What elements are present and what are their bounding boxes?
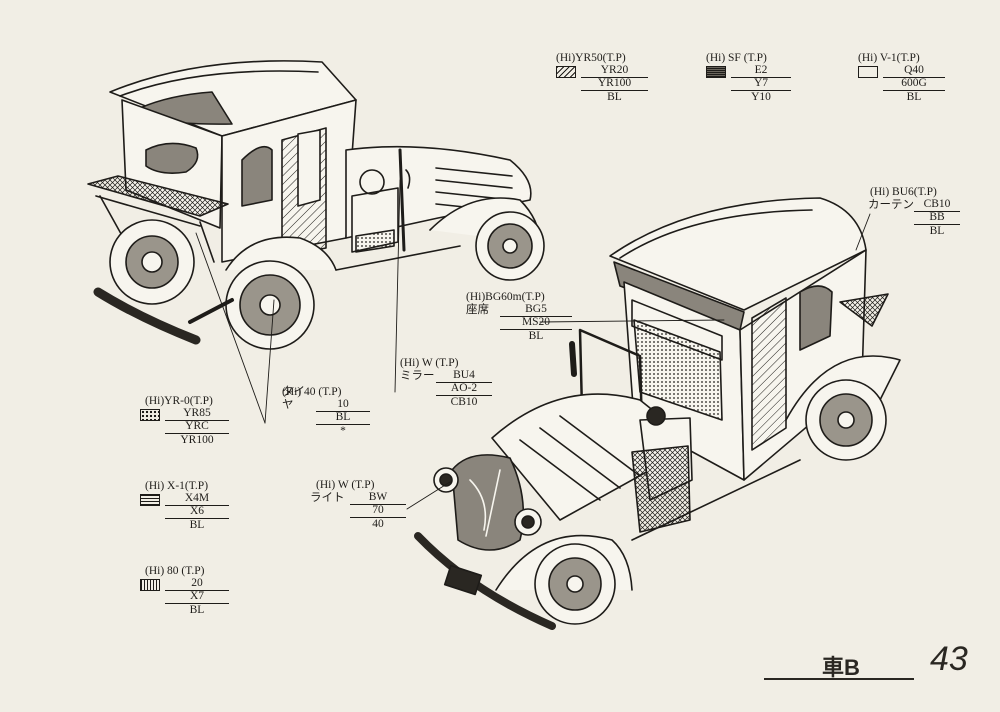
label-value: YR100 xyxy=(581,77,648,91)
swatch-blank xyxy=(858,66,878,78)
label-value: BL xyxy=(929,225,945,237)
label-part: ミラー xyxy=(400,370,435,382)
label-value: BW xyxy=(350,491,406,505)
label-part: カーテン xyxy=(868,199,914,211)
label-value: BL xyxy=(906,91,922,103)
label-value: YR100 xyxy=(180,434,214,446)
label-value: YRC xyxy=(165,420,229,434)
label-value: X6 xyxy=(165,505,229,519)
label-part: ライト xyxy=(310,492,345,504)
label-40-tire: (Hi) 40 (T.P) タイヤ 10 BL * xyxy=(282,386,370,438)
label-sf: (Hi) SF (T.P) E2 Y7 Y10 xyxy=(706,52,791,104)
label-part: 座席 xyxy=(466,304,489,316)
label-value: CB10 xyxy=(914,198,960,212)
page-number: 43 xyxy=(930,640,968,678)
label-value: BL xyxy=(189,519,205,531)
label-value: YR20 xyxy=(581,64,648,78)
label-value: 600G xyxy=(883,77,945,91)
swatch-dense-fill xyxy=(706,66,726,78)
label-header: (Hi)YR50(T.P) xyxy=(556,52,626,64)
label-80: (Hi) 80 (T.P) 20 X7 BL xyxy=(140,565,229,617)
label-header: (Hi) 40 (T.P) xyxy=(282,386,342,398)
label-value: MS20 xyxy=(500,316,572,330)
label-header: (Hi) 80 (T.P) xyxy=(145,565,205,577)
label-header: (Hi) W (T.P) xyxy=(316,479,375,491)
swatch-horizontal-lines xyxy=(140,494,160,506)
label-value: 70 xyxy=(350,504,406,518)
car-rear-view xyxy=(87,60,545,350)
label-value: YR85 xyxy=(165,407,229,421)
page-title: 車B xyxy=(822,655,860,680)
car-front-view xyxy=(414,197,901,630)
label-value: * xyxy=(340,425,346,437)
label-value: AO-2 xyxy=(436,382,492,396)
label-x1: (Hi) X-1(T.P) X4M X6 BL xyxy=(140,480,229,532)
swatch-dot-screen xyxy=(140,409,160,421)
swatch-vertical-lines xyxy=(140,579,160,591)
label-value: Y10 xyxy=(751,91,771,103)
label-yr0: (Hi)YR-0(T.P) YR85 YRC YR100 xyxy=(140,395,229,447)
label-value: X4M xyxy=(165,492,229,506)
label-header: (Hi)BG60m(T.P) xyxy=(466,291,545,303)
label-value: 20 xyxy=(165,577,229,591)
label-value: BU4 xyxy=(436,369,492,383)
label-v1: (Hi) V-1(T.P) Q40 600G BL xyxy=(858,52,945,104)
swatch-diagonal-hatch xyxy=(556,66,576,78)
label-header: (Hi) W (T.P) xyxy=(400,357,459,369)
label-value: E2 xyxy=(731,64,791,78)
label-value: BL xyxy=(189,604,205,616)
label-w-light: (Hi) W (T.P) ライト BW 70 40 xyxy=(310,479,406,531)
label-value: X7 xyxy=(165,590,229,604)
label-bg60m-seat: (Hi)BG60m(T.P) 座席 BG5 MS20 BL xyxy=(466,291,572,343)
label-value: BG5 xyxy=(500,303,572,317)
label-header: (Hi) V-1(T.P) xyxy=(858,52,920,64)
label-header: (Hi) BU6(T.P) xyxy=(870,186,937,198)
label-value: BB xyxy=(914,211,960,225)
label-header: (Hi)YR-0(T.P) xyxy=(145,395,213,407)
leader-lines xyxy=(195,179,871,510)
label-value: CB10 xyxy=(450,396,478,408)
label-value: BL xyxy=(528,330,544,342)
label-value: 40 xyxy=(372,518,384,530)
footer-rule xyxy=(764,678,914,680)
label-value: 10 xyxy=(316,398,370,412)
label-value: BL xyxy=(316,411,370,425)
label-yr50: (Hi)YR50(T.P) YR20 YR100 BL xyxy=(556,52,648,104)
label-value: Q40 xyxy=(883,64,945,78)
label-value: BL xyxy=(607,91,622,103)
label-header: (Hi) X-1(T.P) xyxy=(145,480,209,492)
label-part: タイヤ xyxy=(282,386,305,411)
label-value: Y7 xyxy=(731,77,791,91)
label-header: (Hi) SF (T.P) xyxy=(706,52,767,64)
